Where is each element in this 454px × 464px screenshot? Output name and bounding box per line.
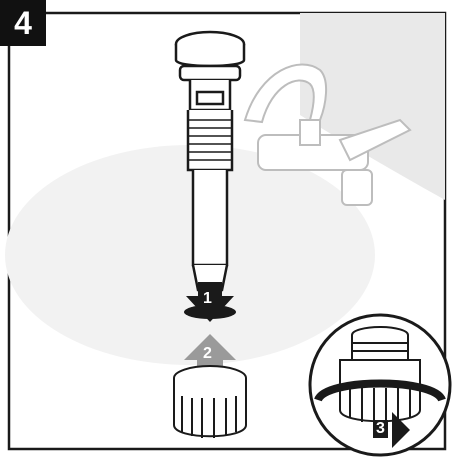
callout-1-label: 1	[203, 290, 212, 308]
mounting-nut-icon	[174, 366, 246, 438]
sink-basin-icon	[5, 145, 375, 365]
callout-3-label: 3	[373, 420, 388, 438]
callout-2-label: 2	[203, 345, 212, 363]
step-badge: 4	[0, 0, 46, 46]
